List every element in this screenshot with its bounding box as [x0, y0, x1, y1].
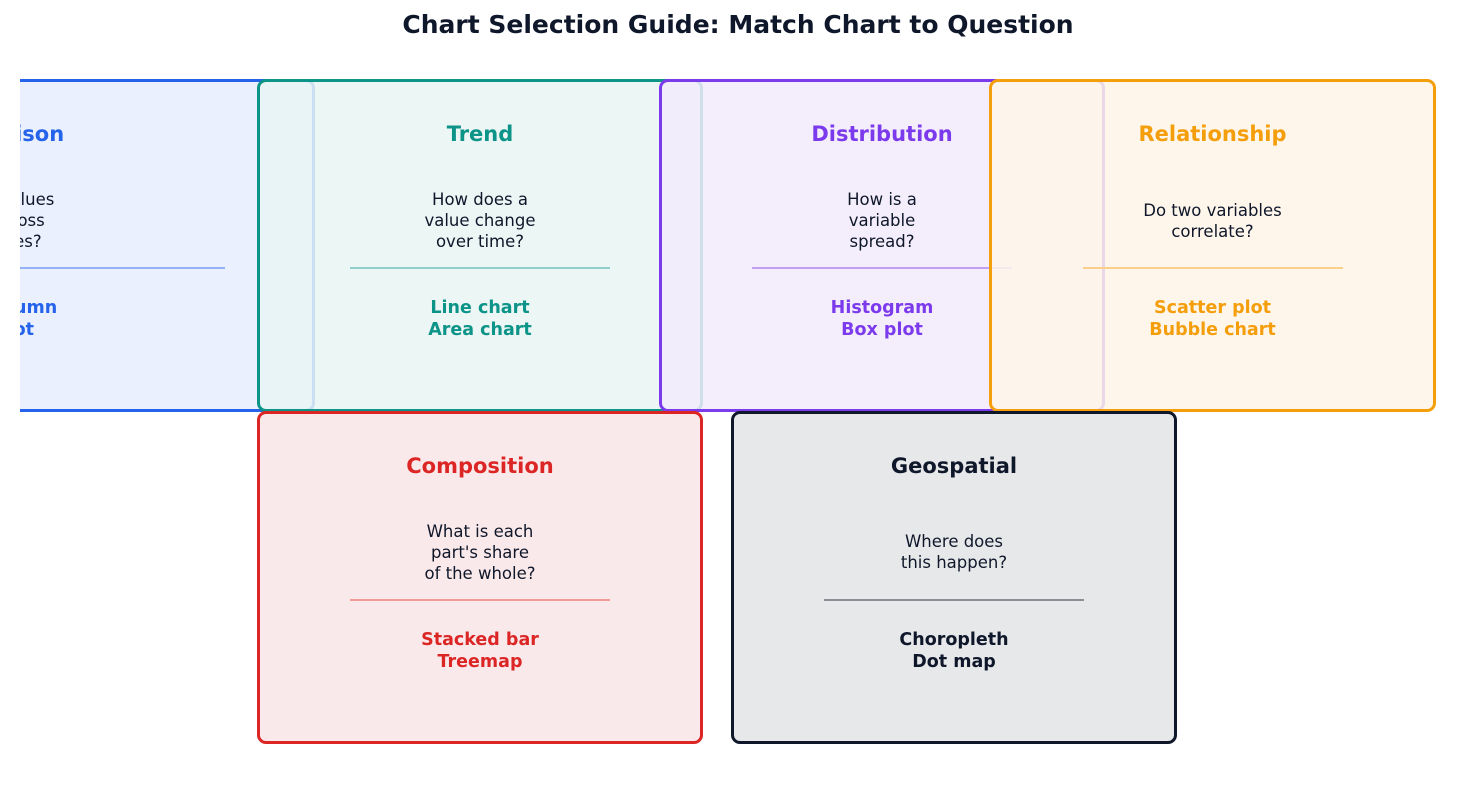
- card-geospatial: Geospatial Where does this happen? Choro…: [731, 411, 1177, 744]
- card-trend: Trend How does a value change over time?…: [257, 79, 703, 412]
- card-divider: [20, 267, 225, 269]
- card-heading: Geospatial: [890, 454, 1018, 478]
- card-heading: Comparison: [20, 122, 65, 146]
- card-question: How do values differ across categories?: [20, 190, 55, 251]
- card-heading: Trend: [446, 122, 514, 146]
- card-question: How is a variable spread?: [847, 190, 917, 251]
- card-composition: Composition What is each part's share of…: [257, 411, 703, 744]
- card-question: Do two variables correlate?: [1143, 201, 1282, 241]
- card-divider: [824, 599, 1084, 601]
- card-divider: [752, 267, 1012, 269]
- card-question: Where does this happen?: [900, 532, 1008, 572]
- card-heading: Composition: [406, 454, 554, 478]
- card-heading: Relationship: [1138, 122, 1287, 146]
- card-divider: [1083, 267, 1343, 269]
- card-question: What is each part's share of the whole?: [424, 522, 536, 583]
- card-question: How does a value change over time?: [424, 190, 536, 251]
- card-divider: [350, 599, 610, 601]
- card-chart-types: Line chart Area chart: [428, 298, 532, 340]
- card-chart-types: Stacked bar Treemap: [421, 630, 539, 672]
- card-divider: [350, 267, 610, 269]
- card-relationship: Relationship Do two variables correlate?…: [989, 79, 1436, 412]
- card-chart-types: Histogram Box plot: [830, 298, 934, 340]
- card-chart-types: Scatter plot Bubble chart: [1149, 298, 1276, 340]
- diagram-canvas: Comparison How do values differ across c…: [20, 0, 1471, 808]
- card-chart-types: Choropleth Dot map: [899, 630, 1009, 672]
- card-chart-types: Bar / Column Dot plot: [20, 298, 58, 340]
- page-title: Chart Selection Guide: Match Chart to Qu…: [402, 10, 1074, 39]
- card-heading: Distribution: [811, 122, 953, 146]
